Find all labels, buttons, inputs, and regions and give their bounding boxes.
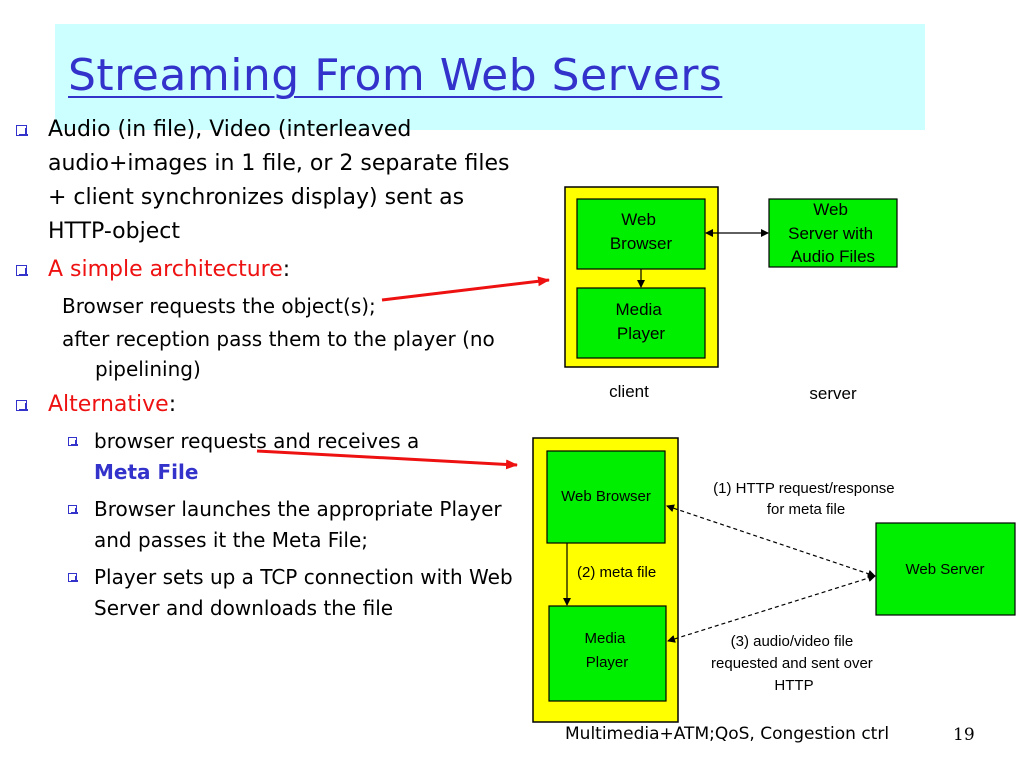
bullet-alternative: Alternative: [10, 388, 515, 422]
web-server-label: Web Server [906, 561, 985, 578]
bullet-box-icon [68, 505, 78, 514]
diagram-alternative: Web Browser Media Player (2) meta file W… [532, 437, 1016, 723]
web-browser-label: Web Browser [610, 210, 673, 253]
subpoint-after-reception: after reception pass them to the player … [62, 327, 495, 381]
subpoint-text: browser requests and receives a [94, 429, 420, 453]
media-player-box [576, 287, 706, 359]
web-browser-box [546, 450, 666, 544]
media-player-label: Media Player [584, 630, 629, 671]
bullet-colon: : [282, 257, 291, 282]
bullet-box-icon [16, 400, 28, 411]
subpoint-browser-requests: Browser requests the object(s); [62, 294, 376, 318]
web-browser-box [576, 198, 706, 270]
slide-footer: Multimedia+ATM;QoS, Congestion ctrl [565, 724, 890, 744]
page-number: 19 [953, 725, 975, 745]
subpoint-text: Player sets up a TCP connection with Web… [94, 565, 513, 620]
bullet-colon: : [168, 392, 177, 417]
bullet-box-icon [68, 437, 78, 446]
subpoint-browser-launches: Browser launches the appropriate Player … [10, 494, 515, 556]
client-label: client [609, 382, 649, 401]
pointer-arrow-simple [381, 276, 550, 302]
subpoint-player-tcp: Player sets up a TCP connection with Web… [10, 562, 515, 624]
bullet-text: Audio (in file), Video (interleaved audi… [48, 117, 510, 244]
audio-video-arrow [667, 574, 876, 643]
bullet-label: Alternative [48, 392, 169, 417]
bullet-simple-architecture: A simple architecture: [10, 253, 515, 287]
step3-label: (3) audio/video file requested and sent … [711, 633, 877, 694]
web-browser-label: Web Browser [561, 488, 651, 505]
web-server-box [875, 522, 1016, 616]
diagram-simple: Web Browser Media Player Web Server with… [564, 186, 898, 403]
http-request-arrow [666, 504, 876, 578]
bullet-list: Audio (in file), Video (interleaved audi… [10, 113, 515, 624]
server-label: server [809, 384, 857, 403]
media-player-label: Media Player [615, 300, 666, 343]
bullet-box-icon [16, 265, 28, 276]
bullet-box-icon [16, 125, 28, 136]
web-server-label: Web Server with Audio Files [788, 200, 878, 266]
slide-title: Streaming From Web Servers [68, 50, 723, 101]
subpoint-text: Browser launches the appropriate Player … [94, 497, 502, 552]
bullet-label: A simple architecture [48, 257, 283, 282]
bullet-box-icon [68, 573, 78, 582]
media-player-box [548, 605, 667, 702]
web-server-box [768, 198, 898, 268]
pointer-arrow-alternative [256, 449, 518, 470]
title-band [55, 24, 925, 130]
bullet-audio-video: Audio (in file), Video (interleaved audi… [10, 113, 515, 249]
subpoint-meta-file: browser requests and receives a Meta Fil… [10, 426, 515, 488]
step1-label: (1) HTTP request/response for meta file [713, 480, 899, 518]
step2-label: (2) meta file [577, 564, 656, 581]
meta-file-term: Meta File [94, 460, 199, 484]
